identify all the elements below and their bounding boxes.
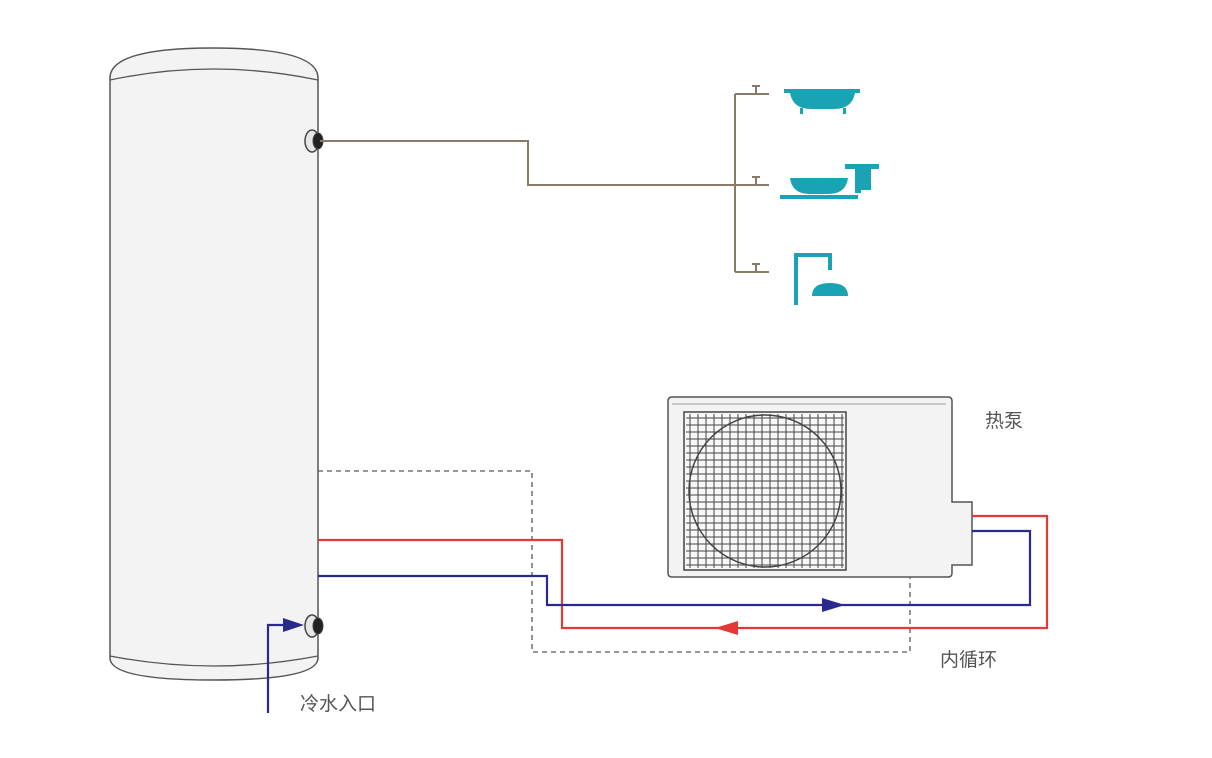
internal-loop-pipes (318, 514, 1049, 630)
water-tank (109, 47, 324, 681)
washbasin-icon (780, 164, 879, 199)
heat-pump-unit (667, 396, 973, 578)
shower-icon (794, 253, 848, 305)
cold-flow-pipe (318, 529, 1032, 607)
flow-arrow-left (715, 621, 738, 635)
cold-water-inlet-pipe (266, 618, 304, 713)
cold-water-inlet-fitting (304, 614, 324, 638)
bathtub-icon (784, 89, 860, 114)
hot-return-pipe (318, 514, 1049, 630)
fan-grille-icon (683, 411, 847, 571)
internal-loop-label: 内循环 (940, 649, 998, 671)
cold-water-inlet-label: 冷水入口 (300, 693, 377, 715)
hot-water-supply-line (320, 85, 769, 273)
flow-arrow-right (822, 598, 845, 612)
heat-pump-label: 热泵 (985, 410, 1024, 432)
